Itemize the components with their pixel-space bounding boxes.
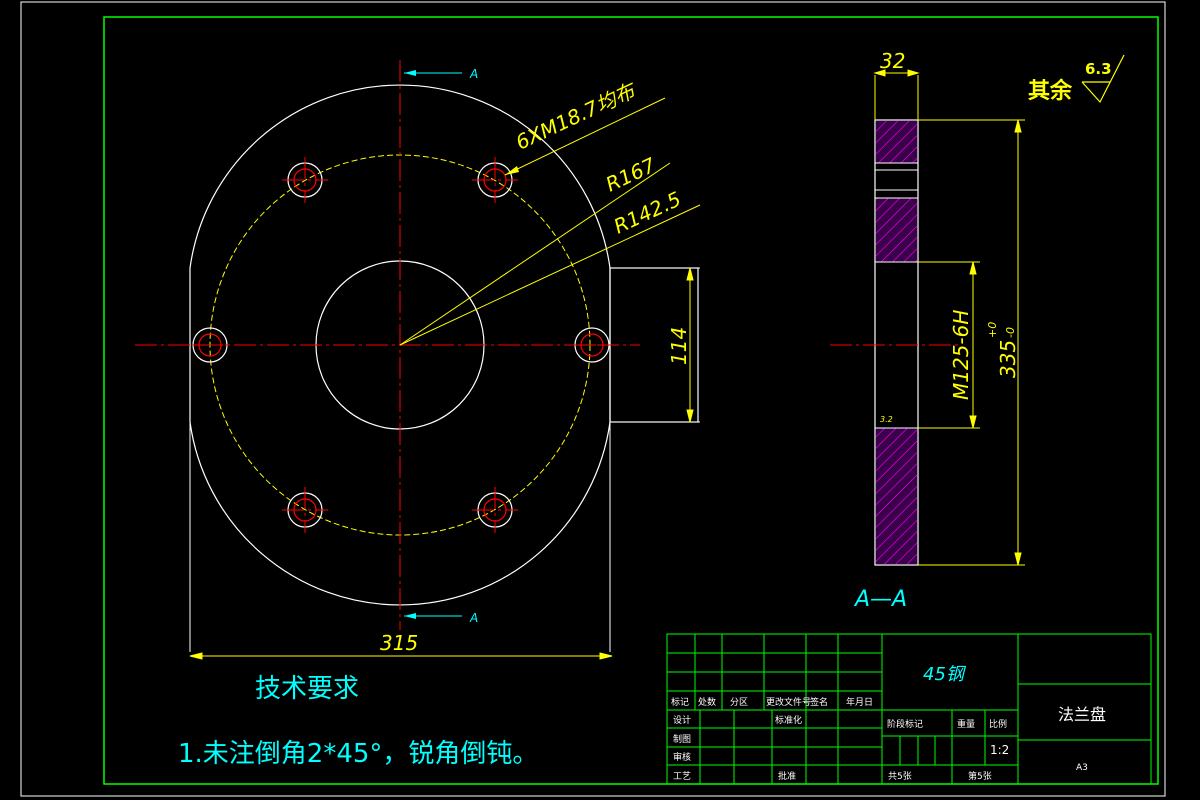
tb-sheets-total: 共5张 xyxy=(888,771,912,782)
tb-paper-size: A3 xyxy=(1076,763,1088,773)
dim-boss-label: 114 xyxy=(667,327,691,365)
title-block xyxy=(666,633,1152,785)
tb-weight: 重量 xyxy=(957,718,975,730)
tb-stage-mark: 阶段标记 xyxy=(887,718,923,730)
notes-line1: 1.未注倒角2*45°，锐角倒钝。 xyxy=(178,739,538,769)
dim-315 xyxy=(189,652,613,660)
tb-drafter: 制图 xyxy=(673,733,691,745)
tb-approve: 批准 xyxy=(778,770,796,782)
tol-upper: +0 xyxy=(986,322,999,338)
dim-width-label: 315 xyxy=(380,631,418,655)
thread-label: M125-6H xyxy=(949,310,973,400)
dim-diameter-label: 335 xyxy=(996,340,1020,378)
local-roughness: 3.2 xyxy=(880,415,893,424)
leaders xyxy=(399,97,701,346)
section-view: 32 M125-6H 335 +0 -0 3.2 A—A xyxy=(830,49,1025,612)
section-arrow-bottom: A xyxy=(404,611,478,625)
tb-hdr-mark: 标记 xyxy=(671,696,689,708)
radius-bolt-label: R142.5 xyxy=(610,187,685,239)
roughness-remark: 其余 xyxy=(1028,78,1073,104)
section-arrow-top: A xyxy=(404,67,478,81)
front-view: A A 6XM18.7均布 R167 R142.5 114 xyxy=(135,60,701,660)
tb-process: 工艺 xyxy=(673,771,691,782)
dim-thickness-label: 32 xyxy=(880,49,905,73)
hatch-mid xyxy=(876,198,917,262)
bolt-callout: 6XM18.7均布 xyxy=(512,77,641,154)
tb-hdr-count: 处数 xyxy=(698,696,716,708)
tb-hdr-sign: 签名 xyxy=(810,696,828,708)
roughness-value: 6.3 xyxy=(1085,60,1112,78)
title-block-text: 45钢 法兰盘 A3 标记 处数 分区 更改文件号 签名 年月日 设计 标准化 … xyxy=(671,664,1106,782)
sheet-border-outer xyxy=(20,1,1166,797)
sheet-border-inner xyxy=(103,16,1159,785)
tol-lower: -0 xyxy=(1004,327,1017,338)
tb-hdr-zone: 分区 xyxy=(730,697,748,708)
centerlines xyxy=(135,60,640,630)
tb-hdr-doc: 更改文件号 xyxy=(766,696,811,708)
notes-title: 技术要求 xyxy=(255,674,359,704)
dim-114 xyxy=(686,267,694,423)
section-arrow-top-label: A xyxy=(469,67,478,81)
tb-part-name: 法兰盘 xyxy=(1058,705,1106,724)
tb-design: 设计 xyxy=(673,714,691,726)
tb-sheet-no: 第5张 xyxy=(968,770,992,782)
tb-scale-label: 比例 xyxy=(989,718,1007,730)
tb-scale: 1:2 xyxy=(990,743,1009,757)
tb-standardize: 标准化 xyxy=(775,714,802,726)
tb-material: 45钢 xyxy=(923,664,967,685)
hatch-bottom xyxy=(876,428,917,564)
section-view-label: A—A xyxy=(853,587,907,612)
tb-review: 审核 xyxy=(673,751,691,763)
roughness-symbol: 其余 6.3 xyxy=(1028,54,1125,104)
section-arrow-bottom-label: A xyxy=(469,611,478,625)
tb-hdr-date: 年月日 xyxy=(846,696,873,708)
hatch-top xyxy=(876,121,917,163)
